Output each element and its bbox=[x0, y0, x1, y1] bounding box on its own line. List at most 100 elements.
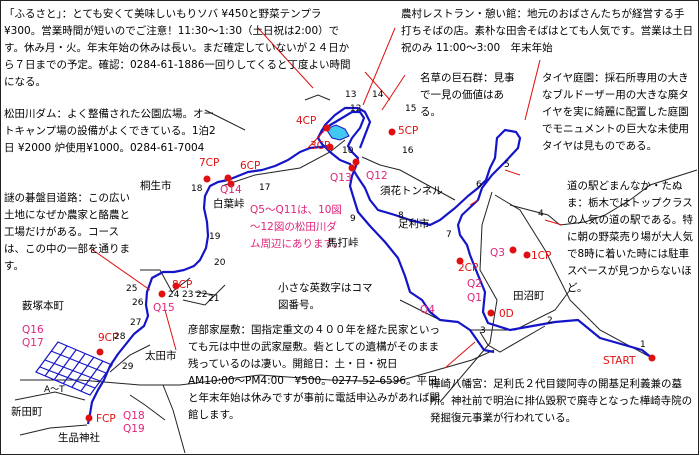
checkpoint-2: 2CP bbox=[458, 262, 479, 274]
koma-number: 21 bbox=[208, 294, 220, 304]
place-hakuja-pass: 白葉峠 bbox=[213, 198, 245, 210]
question-13: Q13 bbox=[330, 172, 352, 184]
grid-road bbox=[39, 366, 96, 389]
cp-marker bbox=[352, 158, 360, 166]
road bbox=[109, 344, 151, 373]
leader-line bbox=[544, 219, 563, 226]
question-1: Q1 bbox=[467, 292, 482, 304]
koma-number: 6 bbox=[476, 180, 482, 190]
road bbox=[221, 139, 346, 187]
grid-road bbox=[50, 350, 107, 374]
question-14: Q14 bbox=[220, 184, 242, 196]
cp-marker bbox=[158, 290, 166, 298]
koma-number: 22 bbox=[196, 290, 208, 300]
question-18: Q18 bbox=[123, 410, 145, 422]
checkpoint-start: START bbox=[603, 355, 636, 367]
question-16: Q16 bbox=[22, 324, 44, 336]
cp-marker bbox=[172, 282, 180, 290]
leader-line bbox=[89, 247, 151, 291]
road bbox=[479, 325, 546, 353]
road bbox=[304, 94, 331, 101]
checkpoint-7: 7CP bbox=[199, 157, 220, 169]
checkpoint-3: 3CP bbox=[310, 140, 331, 152]
question-3: Q3 bbox=[490, 247, 505, 259]
cp-marker bbox=[224, 174, 232, 182]
michinoeki-note: 道の駅どまんなか・たぬま：栃木ではトップクラスの人気の道の駅である。特に朝の野菜… bbox=[567, 180, 693, 294]
place-ashikaga: 足利市 bbox=[398, 218, 430, 230]
koma-number: 5 bbox=[504, 160, 510, 170]
checkpoint-6: 6CP bbox=[240, 160, 261, 172]
koma-number: 26 bbox=[132, 298, 144, 308]
q5-q11-note: Q5～Q11は、10図～12図の松田川ダム周辺にあります。 bbox=[250, 204, 344, 250]
checkpoint-finish: FCP bbox=[96, 413, 116, 425]
leader-line bbox=[164, 309, 177, 351]
cp-marker bbox=[456, 257, 464, 265]
cp-marker bbox=[388, 128, 396, 136]
route-line bbox=[357, 107, 372, 149]
place-tanuma: 田沼町 bbox=[513, 290, 545, 302]
question-4: Q4 bbox=[420, 304, 435, 316]
road bbox=[204, 109, 246, 131]
leader-line bbox=[524, 59, 541, 121]
matsuda-dam-note: 松田川ダム：よく整備された公園広場。オートキャンプ場の設備がよくできている。1泊… bbox=[4, 108, 216, 154]
grid-road bbox=[44, 345, 68, 377]
road bbox=[361, 156, 456, 201]
koma-number: 25 bbox=[126, 284, 138, 294]
koma-number: 23 bbox=[182, 290, 194, 300]
koma-number: 16 bbox=[402, 146, 414, 156]
dam-lake bbox=[325, 124, 350, 141]
place-kiryu: 桐生市 bbox=[140, 180, 172, 192]
road bbox=[494, 194, 653, 359]
place-nitta: 新田町 bbox=[11, 406, 43, 418]
grid-road bbox=[62, 353, 86, 385]
checkpoint-5: 5CP bbox=[398, 125, 419, 137]
koma-number: 20 bbox=[214, 258, 226, 268]
koma-number: 12 bbox=[350, 104, 362, 114]
hikobe-house-note: 彦部家屋敷：国指定重文の４００年を経た民家といっても元は中世の武家屋敷。砦として… bbox=[188, 324, 440, 421]
koma-number: 2 bbox=[547, 316, 553, 326]
leaders bbox=[89, 27, 563, 369]
koma-number: 13 bbox=[345, 90, 357, 100]
cp-marker bbox=[648, 354, 656, 362]
leader-line bbox=[381, 74, 406, 111]
road bbox=[140, 269, 191, 293]
route-line bbox=[316, 110, 653, 359]
cp-marker bbox=[523, 251, 531, 259]
place-ota: 太田市 bbox=[145, 350, 177, 362]
cp-marker bbox=[85, 414, 93, 422]
leader-line bbox=[307, 129, 326, 149]
question-2: Q2 bbox=[467, 278, 482, 290]
cp-marker bbox=[227, 180, 235, 188]
cp-marker bbox=[348, 164, 356, 172]
place-yabuzuka: 薮塚本町 bbox=[22, 300, 64, 312]
checkpoint-8: 8CP bbox=[172, 279, 193, 291]
question-12: Q12 bbox=[366, 170, 388, 182]
furusato-note: 「ふるさと」：とても安くて美味しいもりソバ ¥450と野菜テンプラ ¥300。営… bbox=[4, 8, 351, 88]
cp-marker bbox=[203, 175, 211, 183]
koma-number: 27 bbox=[130, 318, 142, 328]
koma-number: 8 bbox=[398, 211, 404, 221]
grid-road bbox=[71, 356, 95, 388]
checkpoint-1: 1CP bbox=[531, 250, 552, 262]
cp-marker bbox=[487, 309, 495, 317]
cp-marker bbox=[96, 348, 104, 356]
go-board-road-note: 謎の碁盤目道路：この広い土地になぜか農家と酪農と工場だけがある。コースは、この中… bbox=[4, 192, 130, 272]
kabasaki-shrine-note: 樺崎八幡宮：足利氏２代目鑁阿寺の開基足利義兼の墓所。神社前で明治に排仏毀釈で廃寺… bbox=[430, 378, 693, 424]
route bbox=[86, 106, 653, 425]
road bbox=[559, 169, 698, 226]
route-line bbox=[317, 106, 358, 139]
place-sunaba-tunnel: 須花トンネル bbox=[380, 185, 443, 197]
cp-marker bbox=[326, 143, 334, 151]
koma-number-note: 小さな英数字はコマ図番号。 bbox=[278, 282, 373, 311]
cp-marker bbox=[509, 246, 517, 254]
road bbox=[19, 424, 88, 436]
grid-road bbox=[53, 349, 77, 381]
koma-number: 9 bbox=[350, 214, 356, 224]
leader-line bbox=[469, 199, 479, 206]
leader-line bbox=[444, 341, 476, 369]
grid-label: A～T bbox=[44, 385, 65, 395]
koma-number: 1 bbox=[640, 340, 646, 350]
leader-line bbox=[362, 27, 396, 106]
